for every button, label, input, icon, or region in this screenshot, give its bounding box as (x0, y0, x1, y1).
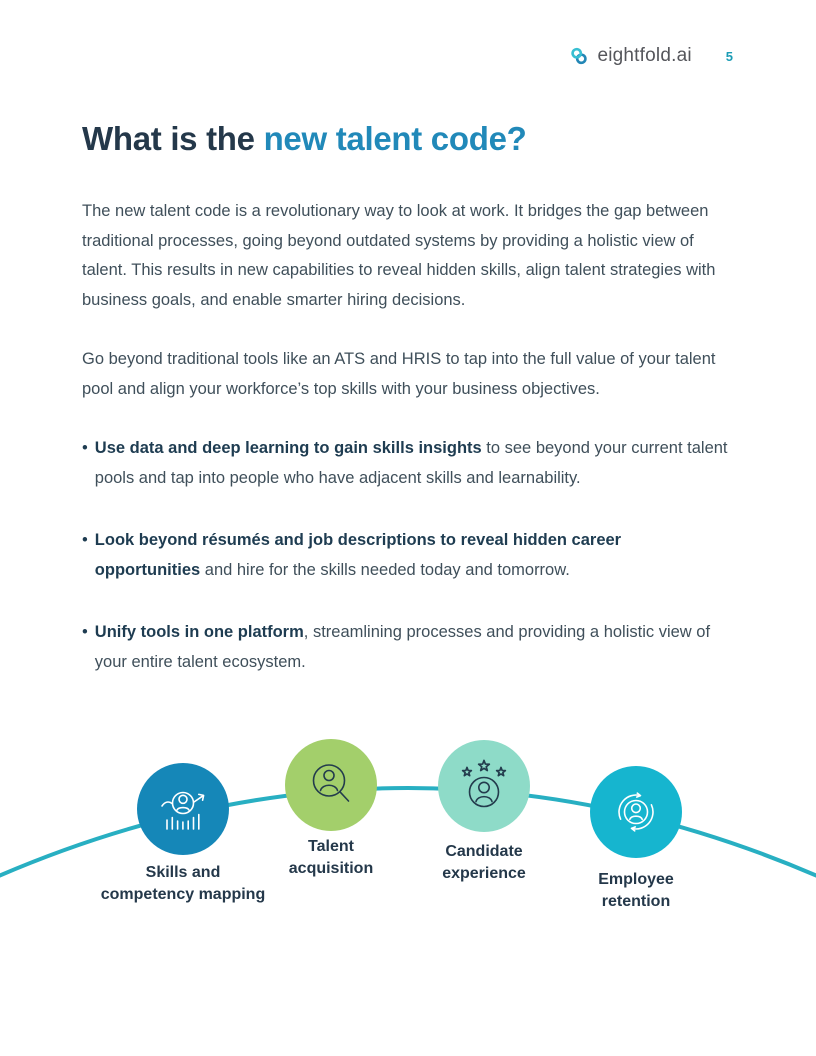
bullet-item-hidden-career: • Look beyond résumés and job descriptio… (82, 526, 730, 585)
bullet-bold: Look beyond résumés and job descriptions… (94, 531, 622, 579)
bullet-marker: • (82, 623, 88, 642)
bullet-text: Look beyond résumés and job descriptions… (95, 526, 730, 585)
brand-name: eightfold.ai (597, 45, 692, 66)
pillar-circle-employee-retention (590, 766, 682, 858)
main-content: What is the new talent code? The new tal… (82, 118, 730, 710)
pillar-label-talent-acquisition: Talent acquisition (216, 836, 446, 880)
bullet-marker: • (82, 531, 88, 550)
bullet-item-skills-insights: • Use data and deep learning to gain ski… (82, 434, 730, 493)
intro-paragraph-2: Go beyond traditional tools like an ATS … (82, 350, 716, 398)
bullet-marker: • (82, 439, 88, 458)
bullet-item-unify-tools: • Unify tools in one platform, streamlin… (82, 618, 730, 677)
pillar-label-line: Skills and (145, 864, 221, 881)
talent-acquisition-icon (312, 764, 350, 802)
bullet-bold: Unify tools in one platform (94, 623, 304, 642)
page-number: 5 (725, 48, 733, 64)
title-highlight: new talent code? (263, 120, 527, 157)
bullet-text: Unify tools in one platform, streamlinin… (95, 618, 730, 677)
pillar-label-line: Candidate (445, 843, 523, 860)
bullet-bold: Use data and deep learning to gain skill… (94, 439, 482, 458)
page-title: What is the new talent code? (82, 118, 730, 159)
pillar-label-line: retention (601, 893, 671, 910)
bullet-rest: and hire for the skills needed today and… (200, 560, 570, 579)
pillar-label-line: competency mapping (100, 886, 266, 903)
pillar-circle-skills-mapping (137, 763, 229, 855)
pillar-label-line: experience (442, 865, 526, 882)
pillar-label-skills-mapping: Skills and competency mapping (68, 862, 298, 906)
pillar-label-candidate-experience: Candidate experience (369, 841, 599, 885)
pillar-label-line: Employee (598, 871, 674, 888)
bullet-rest: , streamlining processes and providing a… (94, 623, 711, 671)
pillar-label-employee-retention: Employee retention (521, 869, 751, 913)
skills-competency-mapping-icon (161, 791, 205, 830)
bullet-text: Use data and deep learning to gain skill… (95, 434, 730, 493)
pillar-label-line: Talent (308, 838, 354, 855)
pillar-circle-candidate-experience (438, 740, 530, 832)
pillar-label-line: acquisition (288, 860, 374, 877)
page-header: eightfold.ai 5 (568, 45, 733, 67)
brand-logo: eightfold.ai (568, 45, 692, 67)
candidate-experience-icon (461, 759, 507, 808)
pillar-circle-talent-acquisition (285, 739, 377, 831)
eightfold-logo-icon (571, 47, 588, 65)
bullet-rest: to see beyond your current talent pools … (94, 439, 728, 487)
intro-paragraph-1: The new talent code is a revolutionary w… (82, 202, 716, 309)
employee-retention-icon (618, 792, 654, 832)
title-prefix: What is the (82, 120, 264, 157)
